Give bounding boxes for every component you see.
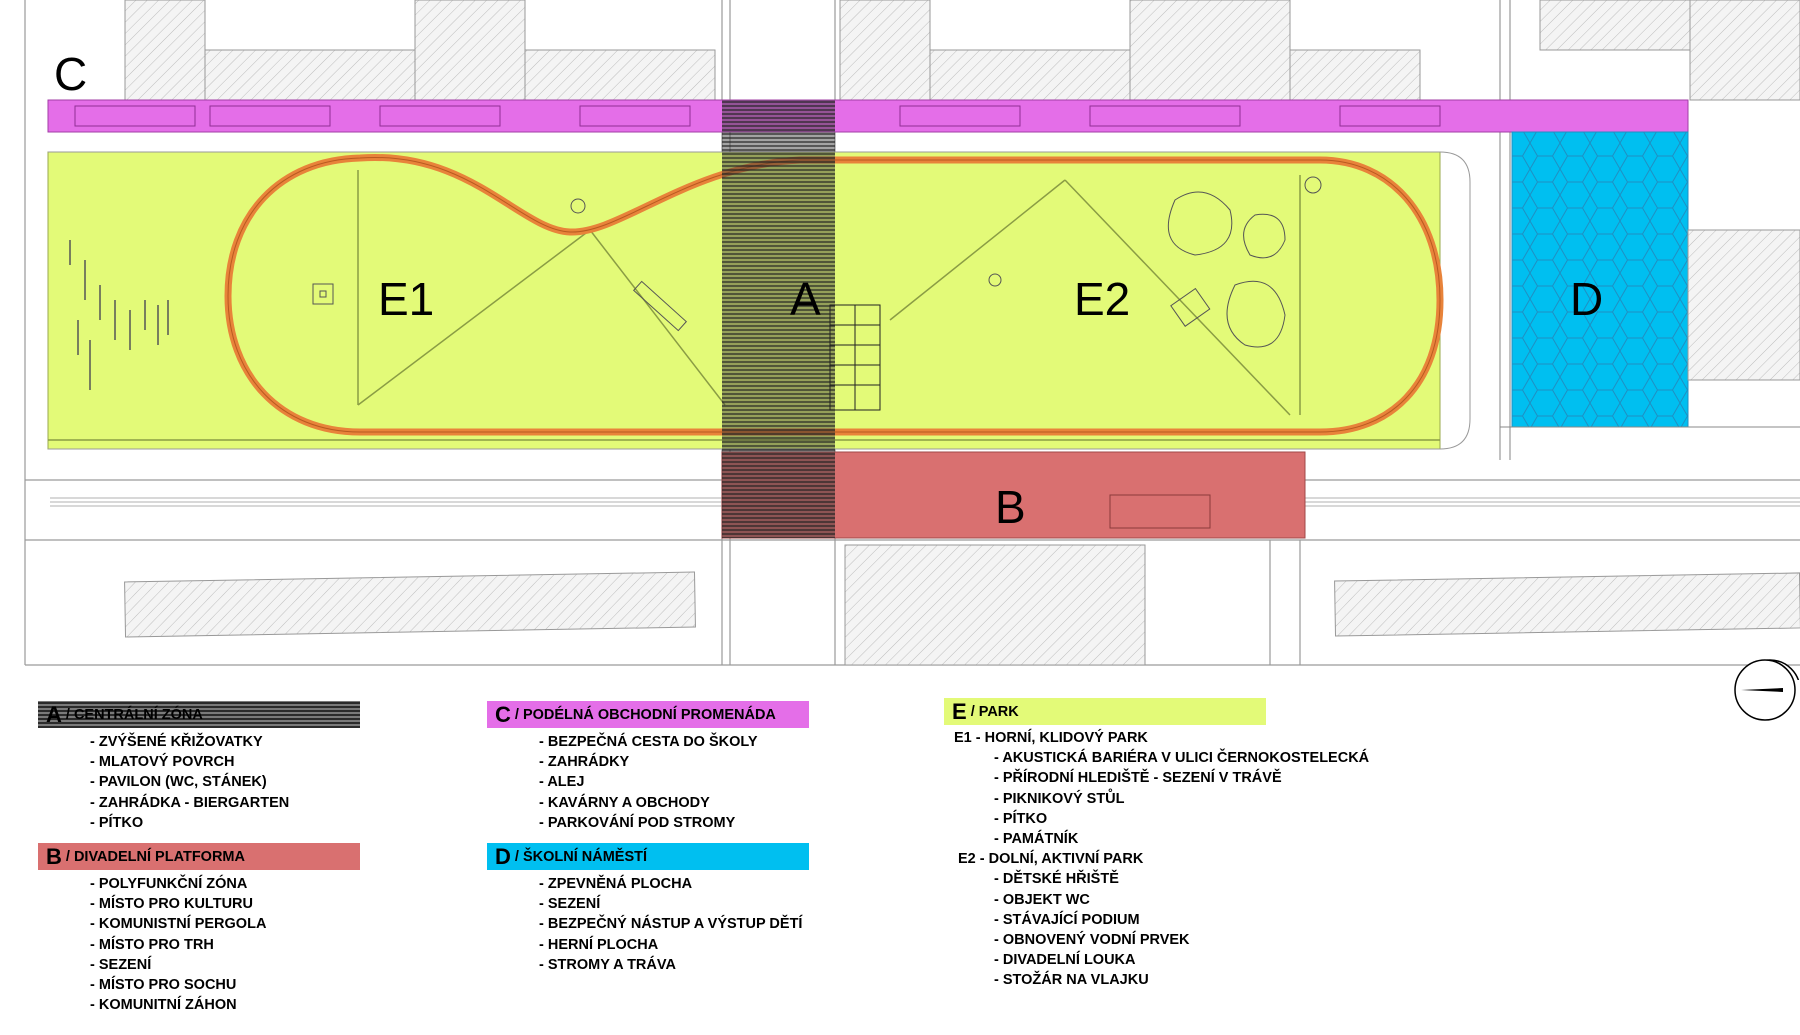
zone-label-d: D <box>1570 273 1603 325</box>
list-item: ZAHRÁDKY <box>539 752 809 772</box>
list-item: HERNÍ PLOCHA <box>539 935 809 955</box>
legend-b: B / DIVADELNÍ PLATFORMA POLYFUNKČNÍ ZÓNA… <box>38 843 360 1015</box>
list-item: KAVÁRNY A OBCHODY <box>539 793 809 813</box>
list-item: POLYFUNKČNÍ ZÓNA <box>90 874 360 894</box>
running-track-lane <box>227 156 1441 433</box>
legend-e1-items: AKUSTICKÁ BARIÉRA V ULICI ČERNOKOSTELECK… <box>944 748 1414 849</box>
zone-a-stripes <box>722 100 835 538</box>
school-building <box>1687 229 1800 381</box>
legend-e1-label: E1 - HORNÍ, KLIDOVÝ PARK <box>954 730 1148 746</box>
legend-b-items: POLYFUNKČNÍ ZÓNA MÍSTO PRO KULTURU KOMUN… <box>38 874 360 1015</box>
list-item: BEZPEČNÝ NÁSTUP A VÝSTUP DĚTÍ <box>539 914 809 934</box>
list-item: MLATOVÝ POVRCH <box>90 752 360 772</box>
zone-label-e2: E2 <box>1074 273 1130 325</box>
pavilion-grid <box>829 304 881 411</box>
legend-e-title: / PARK <box>970 703 1019 720</box>
buildings-top <box>124 0 1800 101</box>
list-item: DIVADELNÍ LOUKA <box>994 950 1414 970</box>
site-plan-map: C E1 A E2 D B <box>24 0 1800 680</box>
zone-label-b: B <box>995 481 1026 533</box>
list-item: STÁVAJÍCÍ PODIUM <box>994 910 1414 930</box>
list-item: STOŽÁR NA VLAJKU <box>994 970 1414 990</box>
legend-c-letter: C <box>495 701 511 727</box>
legend-c-title: / PODÉLNÁ OBCHODNÍ PROMENÁDA <box>514 706 776 723</box>
list-item: ZVÝŠENÉ KŘIŽOVATKY <box>90 732 360 752</box>
legend-e-header: E / PARK <box>944 698 1266 725</box>
legend-e2-label: E2 - DOLNÍ, AKTIVNÍ PARK <box>958 851 1144 868</box>
list-item: PARKOVÁNÍ POD STROMY <box>539 813 809 833</box>
compass-icon <box>1734 659 1796 721</box>
legend-a: A / CENTRÁLNÍ ZÓNA ZVÝŠENÉ KŘIŽOVATKY ML… <box>38 701 360 833</box>
legend-c-header: C / PODÉLNÁ OBCHODNÍ PROMENÁDA <box>487 701 809 728</box>
legend-b-title: / DIVADELNÍ PLATFORMA <box>65 848 245 865</box>
list-item: KOMUNISTNÍ PERGOLA <box>90 914 360 934</box>
zone-label-e1: E1 <box>378 273 434 325</box>
legend-b-header: B / DIVADELNÍ PLATFORMA <box>38 843 360 870</box>
list-item: PAMÁTNÍK <box>994 829 1414 849</box>
list-item: OBNOVENÝ VODNÍ PRVEK <box>994 930 1414 950</box>
list-item: ZPEVNĚNÁ PLOCHA <box>539 874 809 894</box>
legend-d-header: D / ŠKOLNÍ NÁMĚSTÍ <box>487 843 809 870</box>
list-item: STROMY A TRÁVA <box>539 955 809 975</box>
legend-e-letter: E <box>952 698 967 724</box>
zone-label-a: A <box>790 273 821 325</box>
list-item: SEZENÍ <box>90 955 360 975</box>
legend-a-title: / CENTRÁLNÍ ZÓNA <box>65 706 203 723</box>
legend-b-letter: B <box>46 843 62 869</box>
list-item: PIKNIKOVÝ STŮL <box>994 789 1414 809</box>
legend-d-title: / ŠKOLNÍ NÁMĚSTÍ <box>514 848 648 865</box>
platform-pergola <box>1109 494 1211 529</box>
list-item: BEZPEČNÁ CESTA DO ŠKOLY <box>539 732 809 752</box>
acoustic-barrier-marks <box>69 240 169 390</box>
list-item: OBJEKT WC <box>994 890 1414 910</box>
list-item: KOMUNITNÍ ZÁHON <box>90 995 360 1015</box>
legend-c: C / PODÉLNÁ OBCHODNÍ PROMENÁDA BEZPEČNÁ … <box>487 701 809 833</box>
legend-a-items: ZVÝŠENÉ KŘIŽOVATKY MLATOVÝ POVRCH PAVILO… <box>38 732 360 833</box>
list-item: PAVILON (WC, STÁNEK) <box>90 772 360 792</box>
legend-d: D / ŠKOLNÍ NÁMĚSTÍ ZPEVNĚNÁ PLOCHA SEZEN… <box>487 843 809 975</box>
zone-label-c: C <box>54 48 87 100</box>
list-item: SEZENÍ <box>539 894 809 914</box>
list-item: AKUSTICKÁ BARIÉRA V ULICI ČERNOKOSTELECK… <box>994 748 1414 768</box>
list-item: ALEJ <box>539 772 809 792</box>
legend-d-letter: D <box>495 843 511 869</box>
list-item: MÍSTO PRO TRH <box>90 935 360 955</box>
legend-e: E / PARK E1 - HORNÍ, KLIDOVÝ PARK AKUSTI… <box>944 698 1414 991</box>
legend-a-letter: A <box>46 701 62 727</box>
buildings-bottom <box>124 544 1800 666</box>
legend-a-header: A / CENTRÁLNÍ ZÓNA <box>38 701 360 728</box>
promenade-parking-marks <box>74 105 1441 127</box>
zone-c-promenade <box>47 99 1689 133</box>
list-item: MÍSTO PRO SOCHU <box>90 975 360 995</box>
park-features <box>312 176 1322 348</box>
legend-e2-items: DĚTSKÉ HŘIŠTĚ OBJEKT WC STÁVAJÍCÍ PODIUM… <box>944 869 1414 990</box>
list-item: PÍTKO <box>994 809 1414 829</box>
park-outline <box>48 151 1471 450</box>
zone-d-school-square <box>1511 131 1689 428</box>
legend-d-items: ZPEVNĚNÁ PLOCHA SEZENÍ BEZPEČNÝ NÁSTUP A… <box>487 874 809 975</box>
legend-c-items: BEZPEČNÁ CESTA DO ŠKOLY ZAHRÁDKY ALEJ KA… <box>487 732 809 833</box>
list-item: PÍTKO <box>90 813 360 833</box>
list-item: MÍSTO PRO KULTURU <box>90 894 360 914</box>
list-item: ZAHRÁDKA - BIERGARTEN <box>90 793 360 813</box>
list-item: PŘÍRODNÍ HLEDIŠTĚ - SEZENÍ V TRÁVĚ <box>994 768 1414 788</box>
list-item: DĚTSKÉ HŘIŠTĚ <box>994 869 1414 889</box>
